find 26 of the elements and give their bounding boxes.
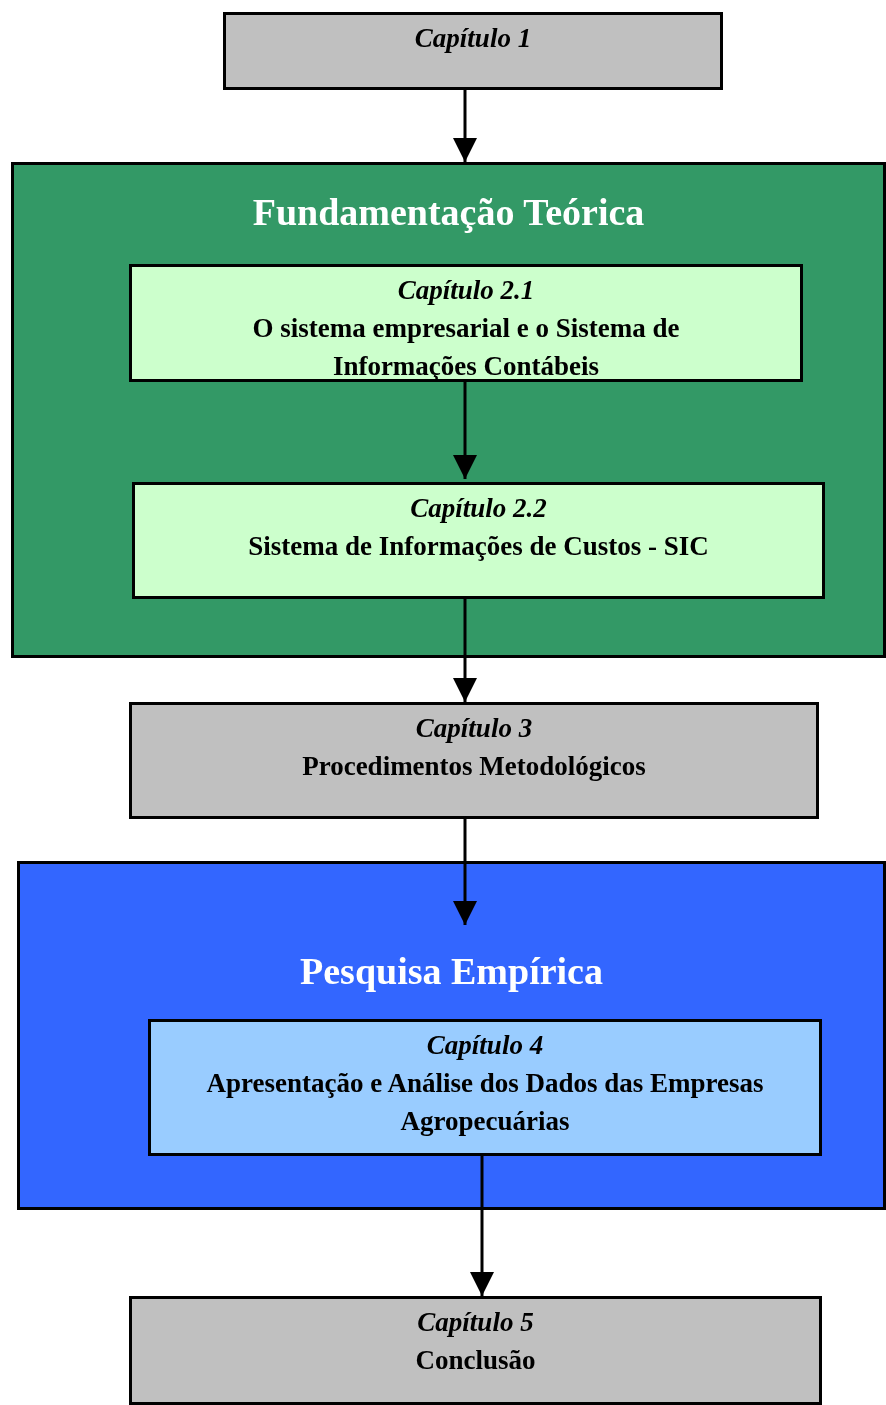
chapter-title: Apresentação e Análise dos Dados das Empresas Agropecuárias	[205, 1067, 765, 1138]
arrow	[453, 819, 477, 925]
chapter-number: Capítulo 2.2	[410, 492, 547, 525]
chapter-title: Conclusão	[415, 1344, 536, 1377]
arrow	[453, 379, 477, 479]
arrow	[470, 1153, 494, 1296]
chapter-number: Capítulo 4	[426, 1029, 544, 1062]
chapter-number: Capítulo 5	[417, 1306, 534, 1339]
section-panel	[17, 861, 886, 1210]
chapter-title: O sistema empresarial e o Sistema de Informações Contábeis	[251, 312, 681, 383]
chapter-title: Sistema de Informações de Custos - SIC	[248, 530, 709, 563]
chapter-box	[129, 702, 819, 819]
section-title: Fundamentação Teórica	[251, 193, 646, 231]
chapter-box	[129, 264, 803, 382]
chapter-box	[132, 482, 825, 599]
chapter-box	[148, 1019, 822, 1156]
arrow	[453, 90, 477, 162]
chapter-title: Procedimentos Metodológicos	[302, 750, 646, 783]
chapter-box	[223, 12, 723, 90]
chapter-number: Capítulo 3	[415, 712, 533, 745]
chapter-number: Capítulo 1	[414, 22, 532, 55]
section-panel	[11, 162, 886, 658]
arrow	[453, 596, 477, 702]
chapter-box	[129, 1296, 822, 1405]
section-title: Pesquisa Empírica	[299, 952, 604, 990]
chapter-number: Capítulo 2.1	[397, 274, 535, 307]
